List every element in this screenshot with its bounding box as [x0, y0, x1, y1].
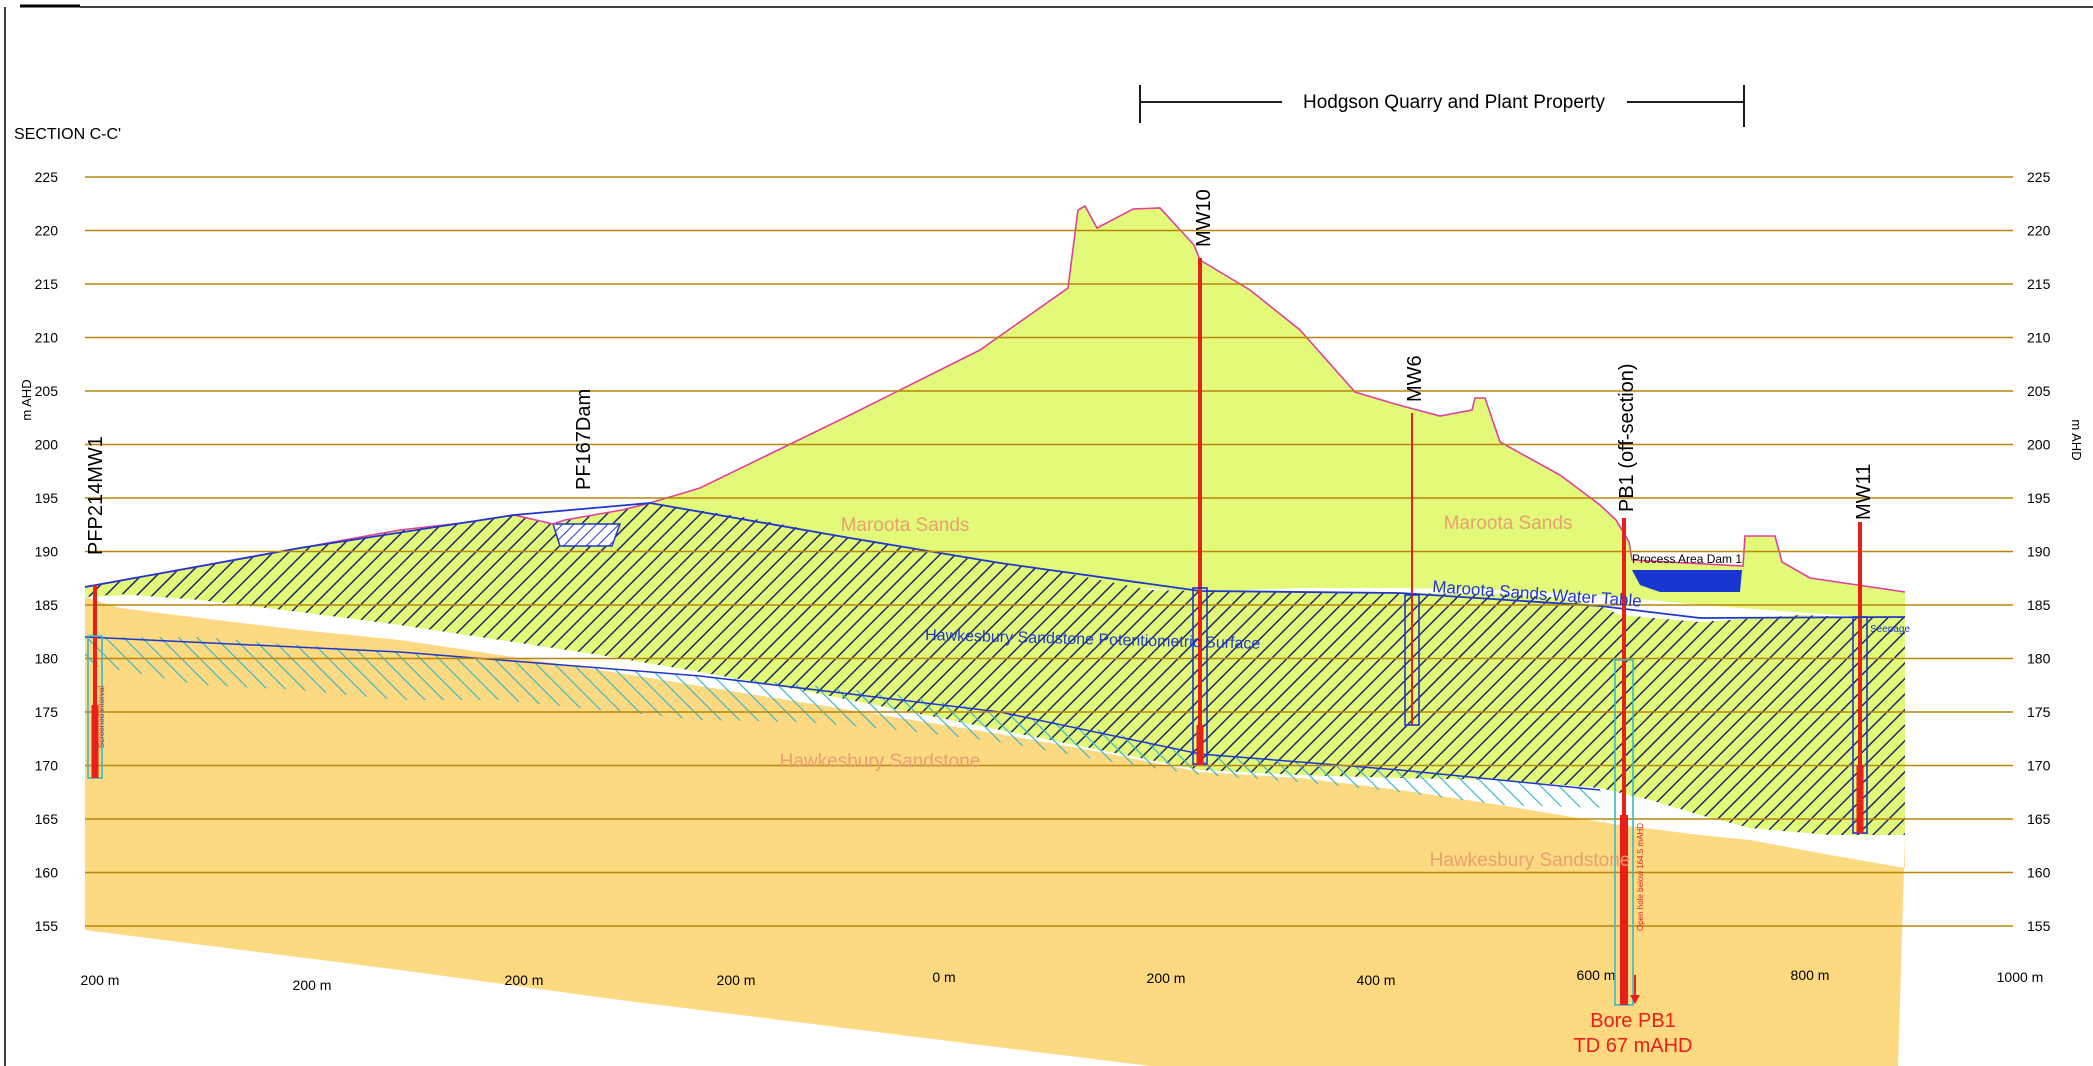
elev-label-left-180: 180: [35, 651, 59, 667]
elev-label-left-160: 160: [35, 865, 59, 881]
elevation-labels-right: 225 220 215 210 205 200 195 190 185 180 175 170 165 1…: [2027, 169, 2051, 934]
elev-label-right-185: 185: [2027, 597, 2051, 613]
elev-label-right-190: 190: [2027, 544, 2051, 560]
elev-label-right-210: 210: [2027, 330, 2051, 346]
elev-label-right-180: 180: [2027, 651, 2051, 667]
elev-label-right-170: 170: [2027, 758, 2051, 774]
elev-label-right-155: 155: [2027, 918, 2051, 934]
process-area-dam-label: Process Area Dam 1: [1632, 552, 1742, 566]
distance-label-2: 200 m: [505, 972, 544, 988]
distance-label-5: 200 m: [1147, 970, 1186, 986]
elev-label-right-195: 195: [2027, 490, 2051, 506]
maroota-sands-label-1: Maroota Sands: [841, 515, 970, 536]
elev-label-left-225: 225: [35, 169, 59, 185]
distance-label-1: 200 m: [293, 977, 332, 993]
distance-label-7: 600 m: [1577, 967, 1616, 983]
bore-label-mw10: MW10: [1193, 189, 1215, 247]
elev-label-left-185: 185: [35, 597, 59, 613]
elev-label-right-215: 215: [2027, 276, 2051, 292]
pf167dam-pond: [551, 523, 622, 547]
elev-label-right-200: 200: [2027, 437, 2051, 453]
maroota-sands-label-2: Maroota Sands: [1444, 513, 1573, 534]
elev-label-left-200: 200: [35, 437, 59, 453]
axis-unit-right: m AHD: [2069, 419, 2084, 460]
hawkesbury-sandstone-unit: [85, 597, 1905, 1066]
distance-label-3: 200 m: [717, 972, 756, 988]
axis-unit-left: m AHD: [19, 379, 34, 420]
water-table-line: [84, 502, 1906, 619]
bore-label-mw11: MW11: [1853, 464, 1875, 520]
open-hole-label: Open hole below 164.5 mAHD: [1636, 823, 1645, 931]
section-title: SECTION C-C': [14, 126, 121, 143]
elev-label-left-165: 165: [35, 811, 59, 827]
maroota-sands-unit: [85, 206, 1905, 620]
elev-label-left-175: 175: [35, 704, 59, 720]
elev-label-right-160: 160: [2027, 865, 2051, 881]
distance-label-4: 0 m: [932, 969, 955, 985]
distance-label-9: 1000 m: [1997, 969, 2044, 985]
property-label: Hodgson Quarry and Plant Property: [1303, 92, 1606, 113]
mw6-casing: [1404, 594, 1420, 726]
distance-label-8: 800 m: [1791, 967, 1830, 983]
bore-label-mw6: MW6: [1404, 355, 1426, 402]
elev-label-left-195: 195: [35, 490, 59, 506]
bore-label-pfp214mw1: PFP214MW1: [85, 436, 107, 555]
bore-label-pf167dam: PF167Dam: [573, 389, 595, 490]
screened-interval-label: Screened interval: [97, 686, 106, 748]
saturated-zone-hatch: [85, 503, 1905, 835]
distance-labels: 200 m 200 m 200 m 200 m 0 m 200 m 400 m 600 m 80…: [81, 967, 2044, 993]
elev-label-left-155: 155: [35, 918, 59, 934]
elev-label-right-165: 165: [2027, 811, 2051, 827]
seepage-label: Seepage: [1870, 624, 1910, 635]
process-area-dam-water: [1632, 570, 1742, 592]
elev-label-left-190: 190: [35, 544, 59, 560]
bore-label-pb1: PB1 (off-section): [1616, 363, 1638, 512]
elev-label-right-205: 205: [2027, 383, 2051, 399]
hawkesbury-label-1: Hawkesbury Sandstone: [780, 751, 981, 772]
elevation-labels-left: 225 220 215 210 205 200 195 190 185 180 175 170 165 1…: [35, 169, 59, 934]
pb1-arrow-head: [1630, 995, 1640, 1004]
hawkesbury-label-2: Hawkesbury Sandstone: [1430, 850, 1631, 871]
bore-pb1-label: Bore PB1: [1590, 1010, 1676, 1032]
elev-label-left-220: 220: [35, 223, 59, 239]
elev-label-left-210: 210: [35, 330, 59, 346]
elev-label-left-205: 205: [35, 383, 59, 399]
elev-label-right-220: 220: [2027, 223, 2051, 239]
distance-label-0: 200 m: [81, 972, 120, 988]
elev-label-right-175: 175: [2027, 704, 2051, 720]
elev-label-left-215: 215: [35, 276, 59, 292]
elevation-gridlines: [85, 176, 2013, 927]
elev-label-right-225: 225: [2027, 169, 2051, 185]
bore-pb1-td-label: TD 67 mAHD: [1574, 1035, 1693, 1057]
distance-label-6: 400 m: [1357, 972, 1396, 988]
elev-label-left-170: 170: [35, 758, 59, 774]
